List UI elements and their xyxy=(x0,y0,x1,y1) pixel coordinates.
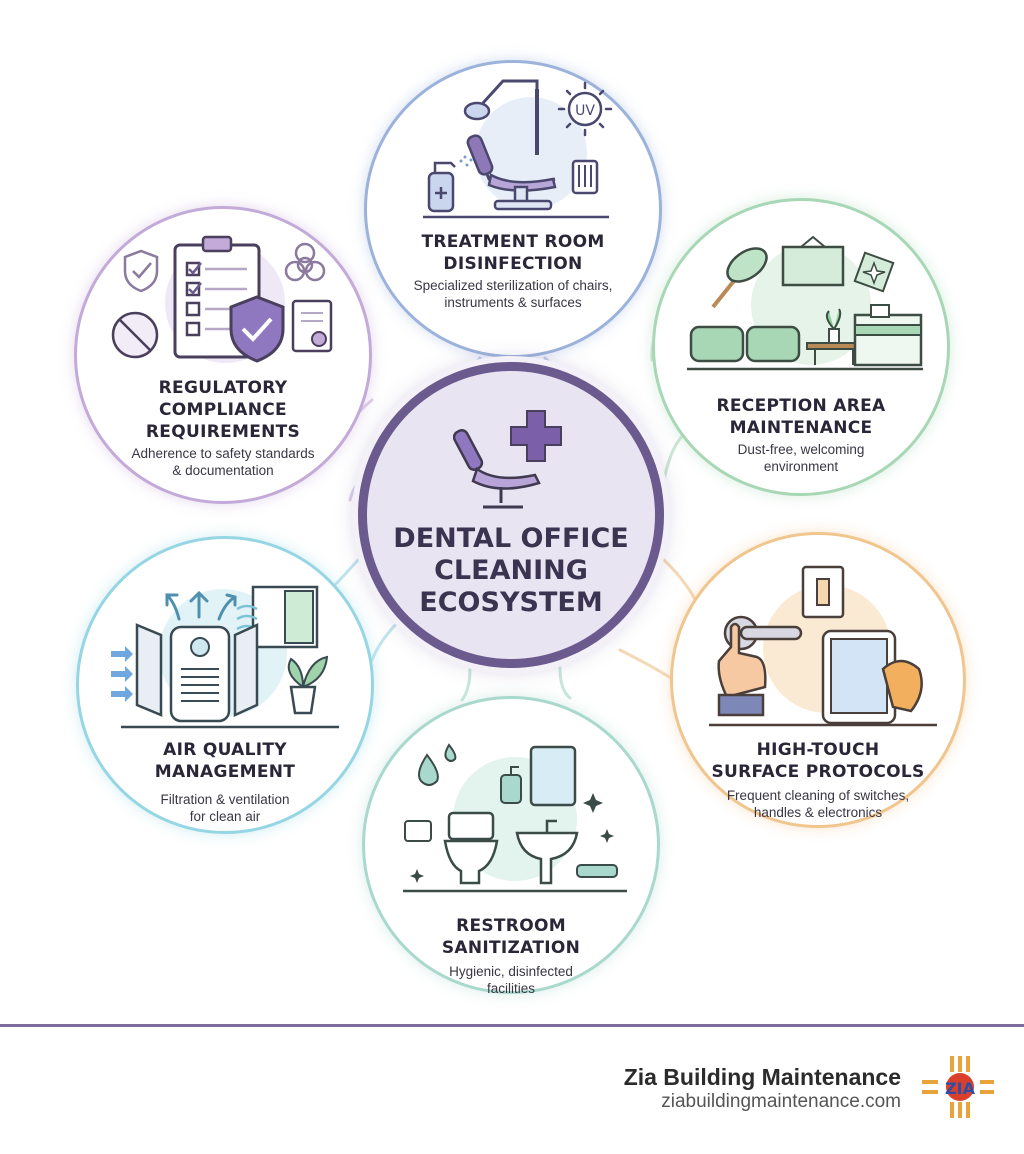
node-description: Adherence to safety standards& documenta… xyxy=(131,446,315,478)
node-description: Frequent cleaning of switches,handles & … xyxy=(726,788,910,820)
spray-bottle-icon xyxy=(427,155,473,213)
footer-divider xyxy=(0,1024,1024,1027)
toilet-icon xyxy=(443,811,499,885)
hub-title: DENTAL OFFICE CLEANING ECOSYSTEM xyxy=(393,523,629,618)
uv-sun-icon: UV xyxy=(557,81,613,137)
reception-illustration xyxy=(687,235,923,371)
high-touch-illustration xyxy=(709,565,937,727)
restroom-illustration xyxy=(403,743,627,893)
zia-logo-icon: ZIA xyxy=(922,1056,994,1118)
svg-text:UV: UV xyxy=(575,103,595,119)
sink-icon xyxy=(515,819,579,885)
light-switch-icon xyxy=(801,565,845,619)
node-description: Specialized sterilization of chairs,inst… xyxy=(413,278,613,310)
air-purifier-icon xyxy=(169,625,231,723)
dental-chair-illustration: UV xyxy=(423,79,613,219)
biohazard-icon xyxy=(284,242,326,282)
shield-check-icon xyxy=(229,295,285,363)
hub-dental-chair-icon xyxy=(453,410,562,509)
central-hub: DENTAL OFFICE CLEANING ECOSYSTEM xyxy=(358,362,664,668)
company-name: Zia Building Maintenance xyxy=(623,1064,901,1090)
company-url: ziabuildingmaintenance.com xyxy=(661,1091,901,1112)
certificate-icon xyxy=(291,299,333,353)
air-purifier-illustration xyxy=(111,585,339,729)
feather-duster-icon xyxy=(711,247,768,309)
svg-text:ZIA: ZIA xyxy=(945,1079,976,1098)
plant-icon xyxy=(287,655,329,715)
compliance-illustration xyxy=(111,235,333,363)
